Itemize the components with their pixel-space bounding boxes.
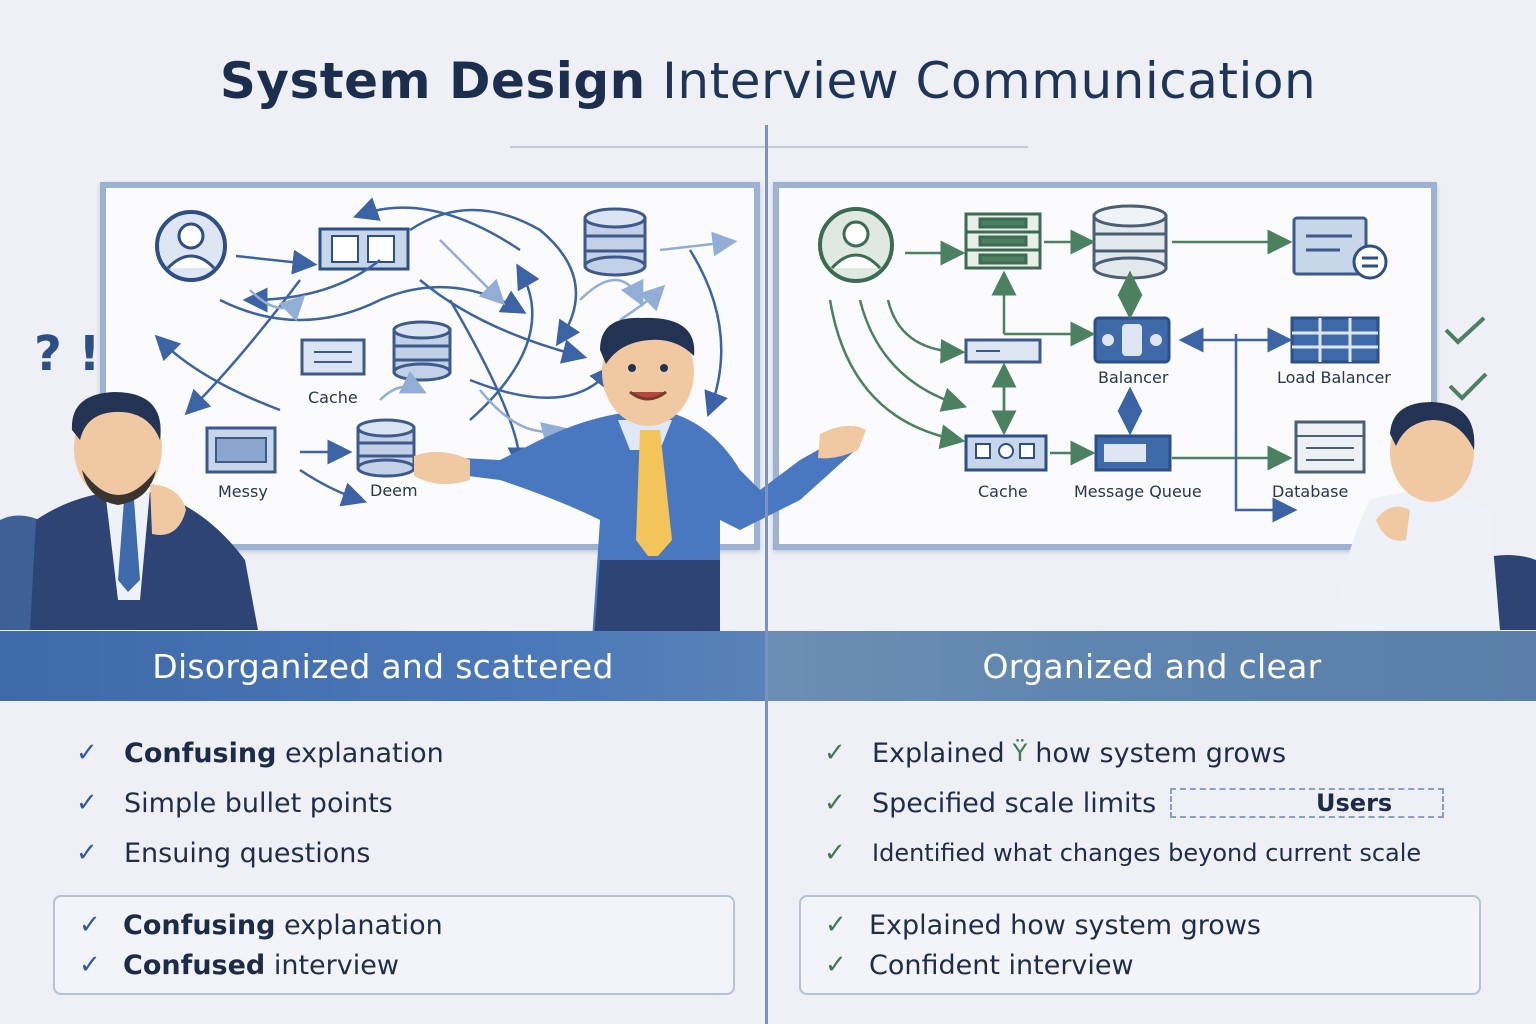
growth-icon: Ϋ [1012,739,1028,767]
check-icon: ✓ [76,788,98,818]
summary-text: Explained how system grows [869,909,1261,941]
database-icon [392,320,452,382]
summary-text: explanation [284,909,443,941]
node-label-cache-right: Cache [978,482,1028,501]
user-icon [818,207,894,283]
users-placeholder-box: Users [1170,788,1445,818]
check-icon: ✓ [76,838,98,868]
center-divider [765,125,768,1024]
server-box-icon [318,227,410,271]
database-table-icon [1294,420,1366,474]
list-item: ✓ Simple bullet points [76,778,444,828]
node-label-database: Database [1272,482,1349,501]
check-icon: ✓ [79,910,101,940]
title-regular: Interview Communication [662,52,1317,110]
database-icon [356,418,416,478]
balancer-icon [1093,316,1171,364]
check-icon: ✓ [824,788,846,818]
summary-bold: Confusing [123,909,276,941]
router-icon [964,338,1042,364]
summary-text: interview [273,949,399,981]
list-item: ✓ Specified scale limits Users [824,778,1445,828]
banner-disorganized: Disorganized and scattered [0,631,766,701]
node-label-deem: Deem [370,481,418,500]
node-label-cache: Cache [308,388,358,407]
banner-organized-text: Organized and clear [982,646,1322,686]
list-item: ✓ Identified what changes beyond current… [824,828,1444,878]
node-label-load-balancer: Load Balancer [1277,368,1391,387]
database-icon [1092,204,1168,280]
left-bullet-list: ✓ Confusing explanation ✓ Simple bullet … [76,728,444,878]
title-underline [510,146,1028,148]
question-exclaim-text: ? ! [34,326,100,382]
server-rack-icon [964,212,1042,270]
node-label-balancer: Balancer [1098,368,1169,387]
bullet-text-a: Identified what changes beyond current s… [872,839,1422,867]
check-icon: ✓ [825,950,847,980]
organized-diagram [818,204,1388,523]
list-item: ✓ Explained Ϋ how system grows [824,728,1444,778]
approval-check-icons [1444,316,1488,401]
window-icon [300,338,366,376]
bullet-text-b: how system grows [1035,737,1287,769]
check-icon: ✓ [825,910,847,940]
right-bullet-list: ✓ Explained Ϋ how system grows ✓ Specifi… [824,728,1445,878]
summary-box-right: ✓ Explained how system grows ✓ Confident… [799,895,1481,995]
check-icon: ✓ [76,738,98,768]
question-icon: ? ! [34,326,100,382]
window-icon [205,426,277,474]
node-label-messy: Messy [218,482,268,501]
list-item: ✓ Explained how system grows [825,905,1455,945]
bullet-bold: Confusing [124,737,277,769]
happy-interviewer [1336,402,1536,630]
banner-organized: Organized and clear [768,631,1536,701]
cache-icon [964,434,1048,472]
scene-illustration: ? ! [0,197,1536,640]
messy-diagram [154,197,738,507]
check-icon: ✓ [79,950,101,980]
list-item: ✓ Confusing explanation [76,728,444,778]
node-label-message-queue: Message Queue [1074,482,1202,501]
list-item: ✓ Confusing explanation [79,905,709,945]
list-item: ✓ Confident interview [825,945,1455,985]
bullet-text: Simple bullet points [124,787,393,819]
bullet-text-a: Specified scale limits [872,787,1157,819]
summary-bold: Confused [123,949,266,981]
title-bold: System Design [219,52,646,110]
summary-box-left: ✓ Confusing explanation ✓ Confused inter… [53,895,735,995]
bullet-text-a: Explained [872,737,1005,769]
check-icon: ✓ [824,838,846,868]
page-title: System Design Interview Communication [0,52,1536,110]
summary-text: Confident interview [869,949,1134,981]
database-icon [583,207,647,277]
user-icon [155,210,227,282]
document-server-icon [1292,216,1388,280]
list-item: ✓ Ensuing questions [76,828,444,878]
list-item: ✓ Confused interview [79,945,709,985]
message-queue-icon [1094,434,1172,472]
presenter [414,317,866,640]
confused-interviewer [0,392,258,630]
bullet-text: Ensuing questions [124,837,371,869]
banner-disorganized-text: Disorganized and scattered [152,646,614,686]
bullet-text: explanation [285,737,444,769]
check-icon: ✓ [824,738,846,768]
load-balancer-icon [1290,316,1380,364]
